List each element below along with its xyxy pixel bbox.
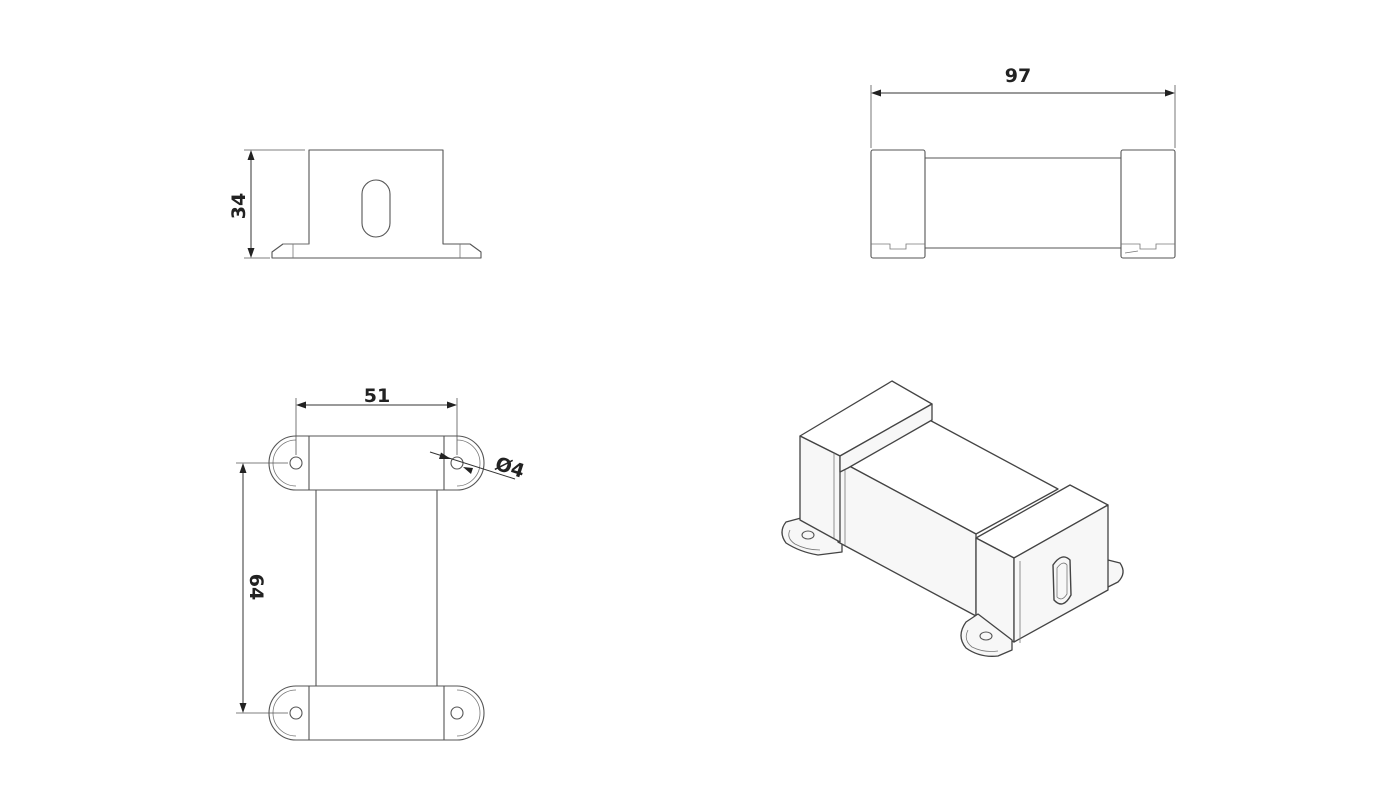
arrow-head bbox=[247, 248, 255, 258]
arrow-head bbox=[871, 89, 881, 97]
iso-hole bbox=[801, 530, 815, 540]
top-view-cap-bottom bbox=[308, 685, 445, 741]
iso-slot bbox=[1052, 556, 1072, 605]
arrow-head bbox=[463, 467, 473, 474]
iso-slot-inner bbox=[1056, 562, 1068, 600]
side-view: 97 bbox=[870, 65, 1176, 259]
iso-flange-far bbox=[781, 517, 843, 556]
iso-flange-near-edge bbox=[965, 629, 999, 652]
top-view-hole bbox=[450, 706, 464, 720]
iso-flange-far-edge bbox=[788, 529, 821, 551]
dimension-label-hole: Ø4 bbox=[492, 453, 527, 483]
iso-cap-far-side bbox=[839, 403, 933, 473]
isometric-view bbox=[781, 380, 1124, 657]
dimension-hole-diameter: Ø4 bbox=[429, 451, 527, 483]
dimension-label-length: 97 bbox=[1005, 65, 1031, 87]
top-view-cap-top bbox=[308, 435, 445, 491]
dimension-label-width: 51 bbox=[364, 385, 390, 407]
arrow-head bbox=[247, 150, 255, 160]
top-view-hole bbox=[289, 706, 303, 720]
top-view-base-bottom-fillet-right bbox=[456, 689, 481, 737]
arrow-head bbox=[447, 401, 457, 409]
top-view-base-top-fillet-right bbox=[456, 439, 481, 487]
side-view-left-cap bbox=[870, 149, 926, 259]
arrow-head bbox=[1165, 89, 1175, 97]
arrow-head bbox=[239, 703, 247, 713]
front-view-outline bbox=[271, 149, 482, 259]
dimension-spacing: 64 bbox=[236, 462, 288, 714]
front-view-slot bbox=[361, 179, 391, 238]
top-view-hole bbox=[289, 456, 303, 470]
dimension-label-spacing: 64 bbox=[245, 574, 267, 600]
iso-cap-far-front bbox=[799, 435, 841, 543]
top-view-base-top bbox=[268, 435, 485, 491]
top-view-base-bottom bbox=[268, 685, 485, 741]
iso-cap-near-front bbox=[1013, 504, 1109, 643]
arrow-head bbox=[439, 452, 451, 459]
side-view-notch-right bbox=[1121, 243, 1175, 250]
iso-flange-right bbox=[1105, 559, 1124, 589]
arrow-head bbox=[239, 463, 247, 473]
arrow-head bbox=[296, 401, 306, 409]
dimension-label-height: 34 bbox=[228, 193, 250, 219]
top-view: 51 64 Ø4 bbox=[236, 385, 527, 741]
dimension-length: 97 bbox=[870, 65, 1176, 148]
iso-flange-near bbox=[960, 613, 1013, 657]
front-view: 34 bbox=[228, 149, 482, 259]
dimension-height: 34 bbox=[228, 149, 305, 259]
side-view-right-cap bbox=[1120, 149, 1176, 259]
side-view-notch-detail bbox=[1124, 250, 1139, 254]
iso-hole bbox=[979, 631, 993, 641]
side-view-notch-left bbox=[871, 243, 925, 250]
dimension-width: 51 bbox=[295, 385, 458, 455]
